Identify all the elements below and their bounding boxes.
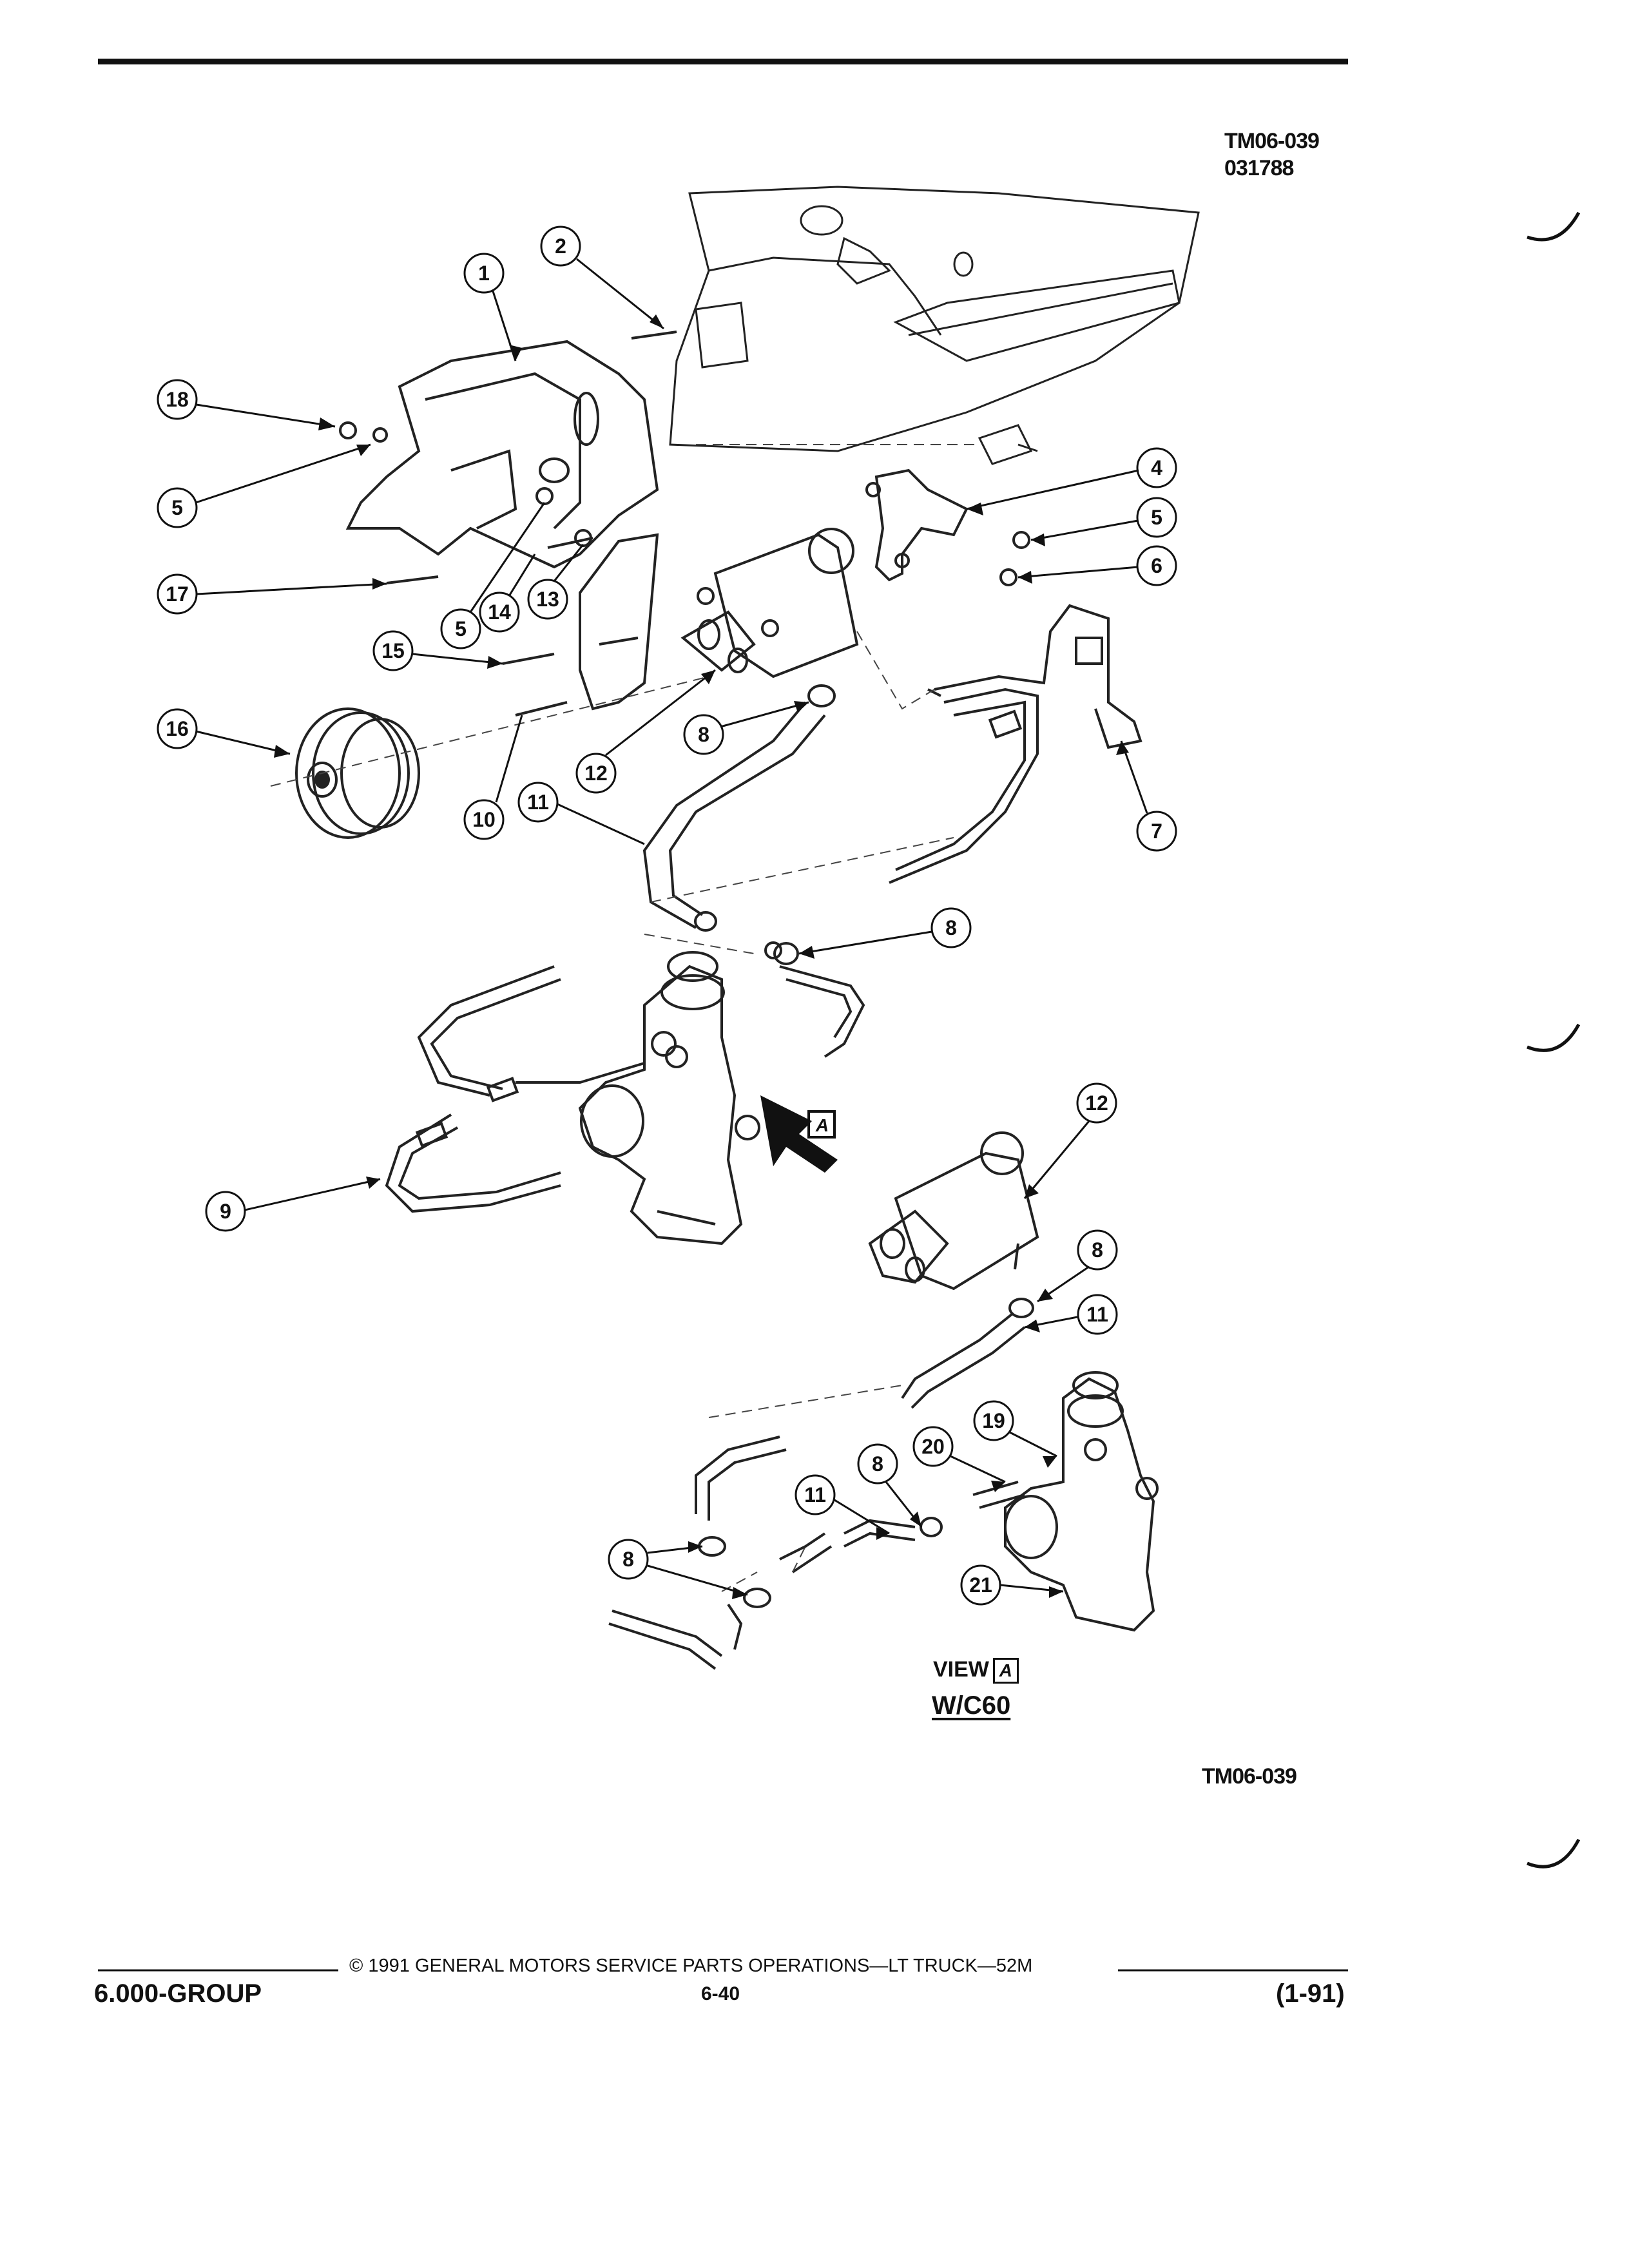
callout-label-1: 1 — [478, 262, 490, 285]
callout-10 — [463, 799, 505, 840]
callout-label-18: 18 — [166, 388, 189, 411]
callout-label-20: 20 — [921, 1435, 945, 1458]
callout-label-5c: 5 — [1151, 506, 1162, 529]
hose-clamp-top — [764, 684, 836, 965]
callout-label-12a: 12 — [584, 762, 608, 785]
callout-label-15: 15 — [381, 639, 405, 662]
callout-label-16: 16 — [166, 717, 189, 740]
pressure-line — [889, 604, 1142, 884]
pump-reservoir-inset — [868, 1131, 1039, 1291]
callout-7 — [1136, 811, 1177, 852]
callout-label-17: 17 — [166, 582, 189, 606]
pump-bracket — [345, 340, 659, 569]
callout-11c — [795, 1474, 836, 1515]
callout-label-9: 9 — [220, 1200, 231, 1223]
leader-arrowheads — [274, 314, 1129, 1599]
callout-label-21: 21 — [969, 1573, 992, 1597]
figure-ref-date: 031788 — [1224, 156, 1294, 180]
callout-16 — [157, 708, 198, 749]
callout-15 — [372, 630, 414, 671]
callout-4 — [1136, 447, 1177, 488]
gear-lines — [385, 965, 865, 1213]
callout-label-4: 4 — [1151, 456, 1162, 479]
callout-label-6: 6 — [1151, 554, 1162, 577]
callout-11a — [517, 782, 559, 823]
view-box: A — [992, 1658, 1019, 1684]
callout-5a — [157, 487, 198, 528]
inset-option-label: W/C60 — [932, 1691, 1011, 1720]
callout-label-7: 7 — [1151, 820, 1162, 843]
callout-8a — [683, 714, 724, 755]
footer-date: (1-91) — [1276, 1979, 1345, 2008]
callout-8d — [857, 1443, 898, 1485]
callout-label-11c: 11 — [804, 1483, 826, 1506]
callout-label-13: 13 — [536, 588, 559, 611]
callout-label-11a: 11 — [527, 791, 549, 814]
callout-label-11b: 11 — [1086, 1303, 1108, 1326]
callout-label-12b: 12 — [1085, 1091, 1108, 1115]
footer-group: 6.000-GROUP — [94, 1979, 262, 2008]
footer-copyright: © 1991 GENERAL MOTORS SERVICE PARTS OPER… — [349, 1956, 1033, 1976]
callout-14 — [479, 591, 520, 633]
callout-8b — [930, 907, 972, 948]
pump-reservoir-top — [680, 528, 859, 678]
view-text: VIEW — [933, 1657, 989, 1682]
callout-label-10: 10 — [472, 808, 496, 831]
view-marker-label: A — [815, 1115, 829, 1135]
top-rule — [98, 59, 1348, 64]
pulley — [295, 707, 420, 839]
figure-ref-code: TM06-039 — [1224, 129, 1320, 153]
callout-label-2: 2 — [555, 235, 566, 258]
callout-label-14: 14 — [488, 601, 511, 624]
callout-19 — [973, 1400, 1014, 1441]
callout-numbers: 1 2 18 5 17 5 14 13 15 16 12 8 10 11 4 5… — [166, 235, 1162, 1597]
figure-reference-top: TM06-039 031788 — [1224, 128, 1320, 182]
callout-label-8a: 8 — [698, 723, 709, 746]
callout-18 — [157, 379, 198, 420]
callout-6 — [1136, 545, 1177, 586]
engine-outline — [669, 186, 1200, 465]
callout-label-8b: 8 — [945, 916, 957, 939]
callout-label-8d: 8 — [872, 1452, 883, 1475]
steering-gear — [578, 951, 760, 1245]
callout-9 — [205, 1191, 246, 1232]
callout-12a — [575, 753, 617, 794]
callout-11b — [1077, 1294, 1118, 1335]
callout-5b — [440, 608, 481, 649]
callout-8c — [1077, 1229, 1118, 1271]
binder-marks — [1527, 211, 1581, 1869]
callout-label-5a: 5 — [171, 496, 183, 519]
figure-reference-bottom: TM06-039 — [1202, 1764, 1297, 1789]
callout-5c — [1136, 497, 1177, 538]
callout-13 — [527, 579, 568, 620]
center-lines — [270, 444, 979, 1592]
callout-label-8e: 8 — [622, 1548, 634, 1571]
footer-page-number: 6-40 — [701, 1983, 740, 2004]
fasteners — [339, 331, 1030, 716]
callout-1 — [463, 253, 505, 294]
callout-20 — [912, 1426, 954, 1467]
callout-label-8c: 8 — [1092, 1238, 1103, 1262]
support-bracket — [865, 468, 969, 582]
inset-steering-gear — [972, 1371, 1159, 1632]
brace-arm — [579, 533, 659, 711]
callout-label-19: 19 — [982, 1409, 1005, 1432]
callouts — [157, 226, 1177, 1606]
callout-label-5b: 5 — [455, 617, 467, 640]
return-hose-top — [642, 701, 826, 932]
callout-12b — [1076, 1082, 1117, 1124]
callout-2 — [540, 226, 581, 267]
view-a-arrow — [760, 1095, 838, 1173]
callout-8e — [608, 1539, 649, 1580]
